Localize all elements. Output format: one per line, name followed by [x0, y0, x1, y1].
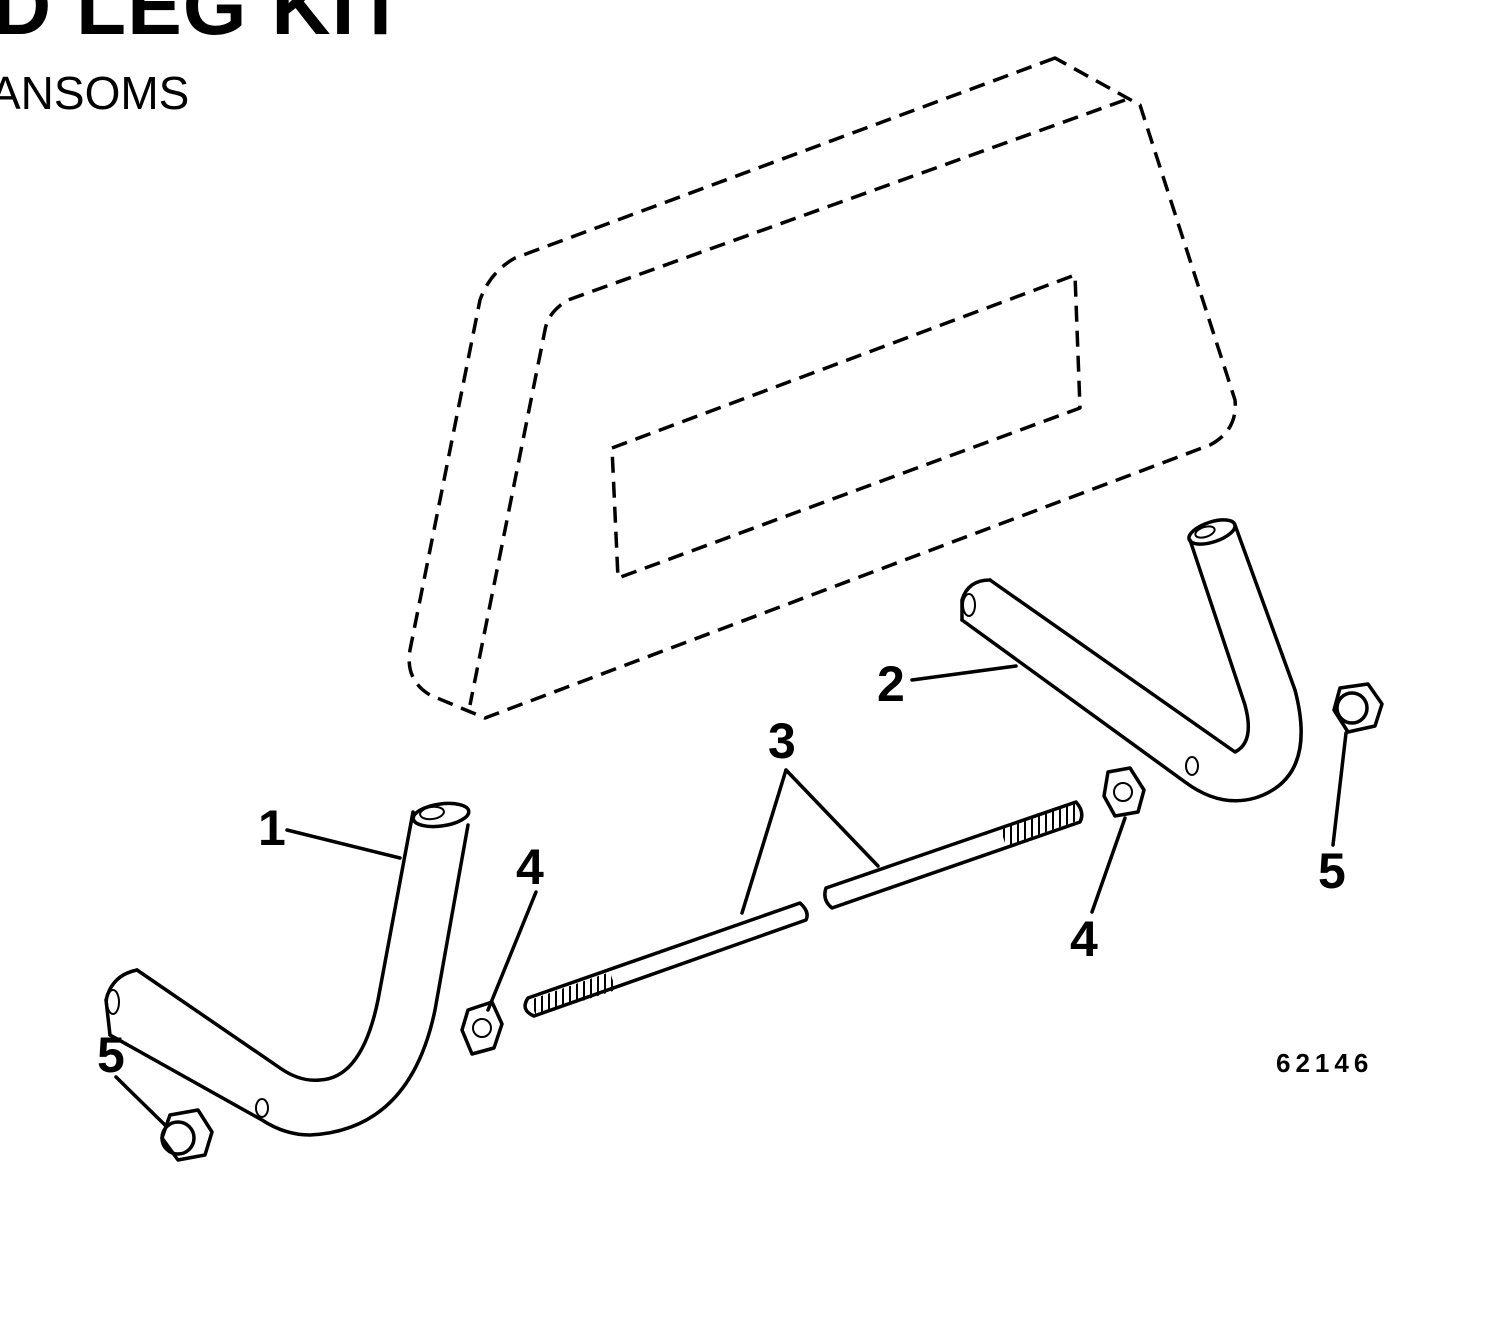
- hex-nut-right: [1102, 766, 1146, 818]
- callout-4-left: 4: [516, 839, 544, 895]
- callout-2: 2: [877, 656, 905, 712]
- leg-right: [960, 518, 1303, 803]
- kit-title: D LEG KIT: [0, 0, 407, 52]
- callout-4-right: 4: [1070, 911, 1098, 967]
- threaded-rod: [523, 800, 1084, 1018]
- callout-5-right: 5: [1318, 843, 1346, 899]
- figure-id: 62146: [1276, 1048, 1374, 1078]
- leader-lines: [114, 664, 1348, 1127]
- cap-nut-left: [160, 1108, 214, 1162]
- leg-left: [104, 801, 471, 1137]
- cap-nut-right: [1332, 682, 1384, 734]
- kit-subtitle: ANSOMS: [0, 67, 190, 119]
- callout-5-left: 5: [97, 1027, 125, 1083]
- hex-nut-left: [460, 1000, 504, 1056]
- callout-3: 3: [768, 713, 796, 769]
- callout-1: 1: [258, 800, 286, 856]
- seat-outline: [407, 56, 1238, 720]
